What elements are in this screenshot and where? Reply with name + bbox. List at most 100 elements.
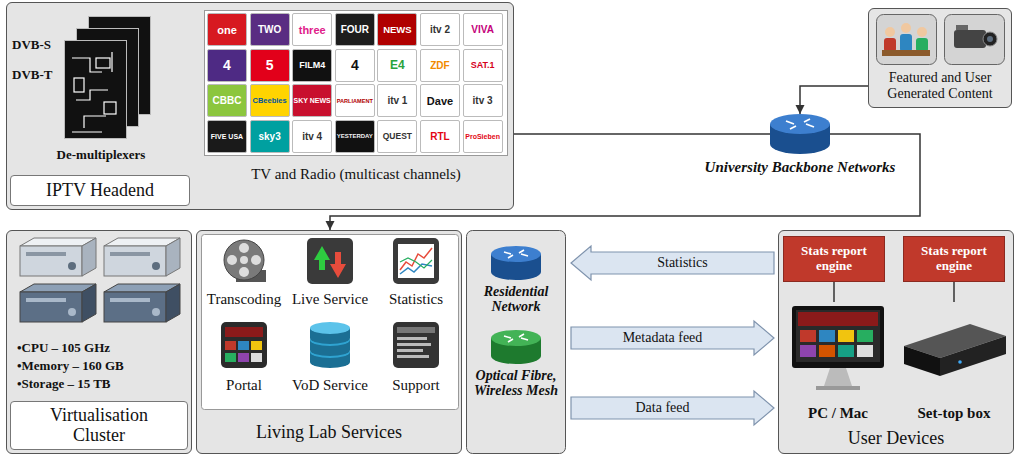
demultiplexer-icon — [96, 58, 110, 68]
router-icon — [491, 330, 541, 364]
channel-name: CBBC — [213, 95, 242, 106]
node-text: Living Lab Services — [256, 422, 402, 443]
channel-name: 5 — [266, 57, 274, 73]
portal-icon — [251, 341, 262, 350]
signal-label: DVB-T — [12, 67, 52, 83]
channel-logo: SKY NEWS — [292, 84, 332, 117]
edge-label: Metadata feed — [621, 330, 705, 346]
router-icon — [770, 114, 830, 134]
transcoding-icon — [240, 256, 248, 264]
demultiplexer-icon — [72, 52, 112, 132]
edge-label: Statistics — [655, 255, 710, 271]
portal-icon — [238, 353, 249, 362]
channel-name: ProSieben — [465, 133, 500, 140]
node-text: •CPU – 105 GHz — [17, 339, 110, 357]
connector — [514, 134, 770, 135]
services-panel: Living Lab ServicesTranscodingLive Servi… — [196, 230, 462, 454]
connector — [571, 391, 774, 425]
portal-icon — [221, 322, 267, 368]
edge-label-box: Statistics — [613, 253, 753, 273]
router-icon — [491, 246, 541, 262]
channel-logo: SAT.1 — [463, 49, 503, 82]
node-text: Residential Network — [467, 284, 565, 315]
user-device: Set-top box — [898, 302, 1010, 422]
user-device: PC / Mac — [786, 302, 890, 422]
pc-monitor-icon — [798, 312, 878, 326]
portal-icon — [251, 353, 262, 362]
channel-logo: PARLIAMENT — [335, 84, 375, 117]
support-icon — [397, 355, 429, 358]
service-tile: Portal — [202, 320, 286, 394]
people-icon — [884, 38, 896, 52]
channel-name: Dave — [427, 95, 453, 107]
portal-icon — [225, 341, 236, 350]
channel-name: itv 3 — [473, 95, 493, 106]
channel-logo: E4 — [377, 49, 417, 82]
demultiplexer-icon — [104, 102, 116, 114]
transcoding-icon — [227, 255, 237, 265]
node-text: VoD Service — [292, 377, 368, 394]
camcorder-icon — [983, 32, 997, 46]
server-icon — [20, 292, 82, 322]
channel-name: itv 2 — [430, 24, 450, 35]
channel-logo: ProSieben — [463, 120, 503, 153]
people-icon — [885, 27, 895, 37]
connector — [571, 321, 774, 355]
server-icon — [152, 308, 160, 316]
server-icon — [20, 238, 180, 322]
channel-logo: ZDF — [420, 49, 460, 82]
panel-fill — [6, 2, 1014, 454]
node-text: Virtualisation Cluster — [10, 401, 188, 450]
channel-logo: itv 3 — [463, 84, 503, 117]
channel-logo: RTL — [420, 120, 460, 153]
server-icon — [104, 292, 166, 322]
pc-monitor-icon — [824, 368, 852, 386]
pc-monitor-icon — [819, 345, 835, 357]
camcorder-icon — [954, 30, 986, 48]
connector-line — [953, 282, 955, 302]
server-icon — [166, 238, 180, 276]
channel-name: VIVA — [471, 24, 494, 35]
channel-name: itv 1 — [387, 95, 407, 106]
people-icon — [877, 15, 937, 65]
channel-name: SAT.1 — [471, 60, 495, 70]
node-text: Stats report engine — [784, 244, 884, 274]
flow-arrow — [571, 246, 774, 280]
channel-logo: three — [292, 13, 332, 46]
flow-arrow — [571, 321, 774, 355]
statistics-icon — [393, 238, 439, 284]
panel-fill — [6, 2, 514, 210]
channel-logo: sky3 — [250, 120, 290, 153]
node-text: •Memory – 160 GB — [17, 357, 124, 375]
server-icon — [166, 284, 180, 322]
connector — [954, 282, 955, 302]
service-tile: VoD Service — [288, 320, 372, 394]
pc-monitor-icon — [819, 330, 835, 342]
pc-monitor-icon — [816, 386, 860, 390]
channel-name: QUEST — [383, 131, 412, 141]
server-icon — [82, 238, 96, 276]
pc-monitor-icon — [796, 310, 880, 362]
node-text: •Storage – 15 TB — [17, 375, 111, 393]
router-icon — [770, 114, 830, 154]
node-text: Portal — [226, 377, 262, 394]
live-service-icon — [307, 238, 353, 284]
channel-logo: QUEST — [377, 120, 417, 153]
node-text: PC / Mac — [808, 405, 868, 422]
transcoding-icon — [251, 255, 261, 265]
node-text: Set-top box — [918, 405, 991, 422]
panel-fill — [778, 230, 1014, 454]
server-icon — [110, 298, 150, 302]
channel-logo: FOUR — [335, 13, 375, 46]
node-text: Support — [392, 377, 440, 394]
router-icon — [491, 246, 541, 280]
channel-name: one — [217, 24, 237, 36]
channel-name: 4 — [351, 57, 359, 73]
transcoding-icon — [224, 240, 264, 280]
server-icon — [110, 252, 150, 256]
channel-name: TWO — [258, 24, 281, 35]
support-icon — [393, 322, 439, 368]
people-icon — [882, 50, 930, 56]
demultiplexer-icon — [72, 52, 116, 132]
service-tile: Statistics — [374, 236, 458, 308]
